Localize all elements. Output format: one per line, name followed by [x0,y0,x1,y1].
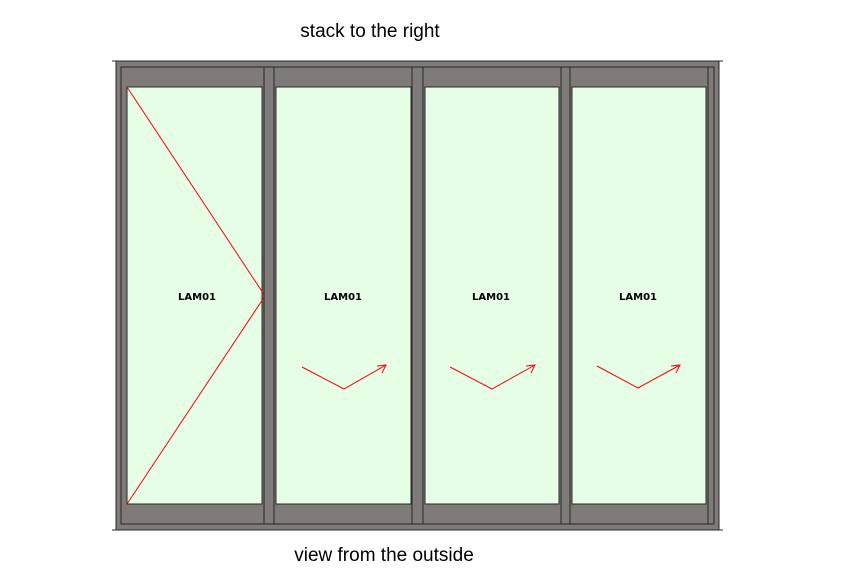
panel-2-label: LAM01 [324,292,362,303]
panel-4: LAM01 [569,66,709,525]
panel-1-label: LAM01 [178,292,216,303]
slide-right-arrow-icon [596,364,681,389]
panel-4-glass [571,86,707,505]
mullion-2 [411,66,424,525]
mullion-3 [560,66,571,525]
panel-2: LAM01 [273,66,413,525]
panel-4-label: LAM01 [619,292,657,303]
bottom-caption: view from the outside [294,545,474,566]
panel-3: LAM01 [422,66,562,525]
panel-1: LAM01 [120,66,266,525]
slide-right-arrow-icon [301,364,387,390]
mullion-1 [263,66,275,525]
panel-3-label: LAM01 [472,292,510,303]
top-caption: stack to the right [300,21,440,42]
panel-3-glass [424,86,560,505]
panel-1-glass [126,86,263,505]
right-jamb [707,66,715,525]
panel-2-glass [275,86,412,505]
slide-right-arrow-icon [449,364,536,390]
